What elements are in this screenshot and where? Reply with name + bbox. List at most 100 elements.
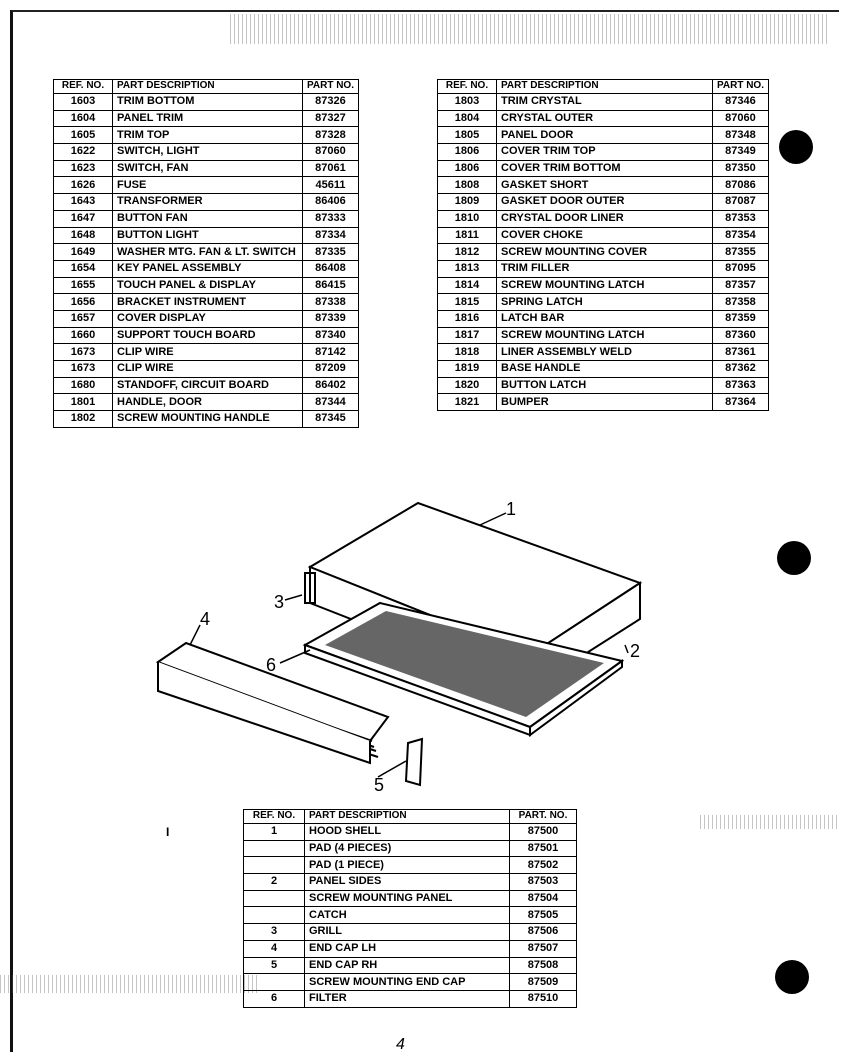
part-description-cell: TRIM CRYSTAL xyxy=(496,93,713,111)
ref-no-cell: 1811 xyxy=(437,226,497,245)
ref-no-cell: 1804 xyxy=(437,109,497,128)
part-description-cell: WASHER MTG. FAN & LT. SWITCH xyxy=(112,243,303,261)
part-no-cell: 87507 xyxy=(509,939,577,958)
ref-no-cell: 1673 xyxy=(53,360,113,378)
ref-no-cell: 1626 xyxy=(53,176,113,195)
part-no-cell: 87358 xyxy=(711,293,770,311)
part-no-cell: 87361 xyxy=(711,343,770,361)
part-description-header: PART DESCRIPTION xyxy=(112,79,303,94)
callout-2: 2 xyxy=(630,641,640,661)
callout-5: 5 xyxy=(374,775,384,795)
part-no-cell: 87086 xyxy=(711,176,770,195)
part-description-cell: TRIM TOP xyxy=(112,126,303,145)
table-row: PAD (1 PIECE)87502 xyxy=(243,856,577,875)
part-description-cell: GASKET SHORT xyxy=(496,176,713,195)
ref-no-cell: 1623 xyxy=(53,159,113,178)
part-description-cell: BUTTON FAN xyxy=(112,209,303,228)
part-description-cell: BRACKET INSTRUMENT xyxy=(112,293,303,311)
ref-no-cell xyxy=(243,839,305,858)
part-no-cell: 87350 xyxy=(711,159,770,178)
part-no-header: PART. NO. xyxy=(509,809,577,824)
part-no-cell: 87142 xyxy=(301,343,360,361)
part-description-cell: HANDLE, DOOR xyxy=(112,393,303,412)
part-no-cell: 87360 xyxy=(711,326,770,345)
part-no-header: PART NO. xyxy=(301,79,360,94)
part-no-cell: 87338 xyxy=(301,293,360,311)
part-no-cell: 87357 xyxy=(711,276,770,295)
part-description-cell: PAD (4 PIECES) xyxy=(304,839,510,858)
part-description-cell: KEY PANEL ASSEMBLY xyxy=(112,259,303,278)
ref-no-cell: 3 xyxy=(243,923,305,941)
bottom-page-mark: 4 xyxy=(396,1036,405,1053)
part-no-cell: 87346 xyxy=(711,93,770,111)
part-description-cell: CLIP WIRE xyxy=(112,360,303,378)
stray-mark: I xyxy=(166,825,170,839)
part-description-cell: CATCH xyxy=(304,906,510,925)
ref-no-cell: 1655 xyxy=(53,276,113,295)
part-description-cell: BUTTON LIGHT xyxy=(112,226,303,245)
part-description-cell: TRIM BOTTOM xyxy=(112,93,303,111)
part-description-cell: GRILL xyxy=(304,923,510,941)
ref-no-cell: 6 xyxy=(243,989,305,1008)
part-description-cell: SCREW MOUNTING HANDLE xyxy=(112,410,303,428)
ref-no-cell: 1809 xyxy=(437,193,497,211)
part-no-cell: 87505 xyxy=(509,906,577,925)
ref-no-cell: 1806 xyxy=(437,159,497,178)
ref-no-cell: 1815 xyxy=(437,293,497,311)
ref-no-cell: 1654 xyxy=(53,259,113,278)
callout-1: 1 xyxy=(506,499,516,519)
part-no-cell: 87508 xyxy=(509,956,577,975)
ref-no-cell: 1648 xyxy=(53,226,113,245)
part-no-cell: 87328 xyxy=(301,126,360,145)
part-description-cell: PANEL TRIM xyxy=(112,109,303,128)
part-description-cell: CLIP WIRE xyxy=(112,343,303,361)
part-no-cell: 87501 xyxy=(509,839,577,858)
ref-no-cell: 1806 xyxy=(437,143,497,161)
ref-no-cell: 1603 xyxy=(53,93,113,111)
part-description-cell: BUMPER xyxy=(496,393,713,412)
part-no-cell: 87506 xyxy=(509,923,577,941)
ref-no-cell: 1805 xyxy=(437,126,497,145)
part-description-cell: COVER DISPLAY xyxy=(112,309,303,328)
part-no-cell: 87334 xyxy=(301,226,360,245)
ref-no-cell: 1808 xyxy=(437,176,497,195)
ref-no-cell: 1622 xyxy=(53,143,113,161)
ref-no-cell xyxy=(243,906,305,925)
part-description-cell: CRYSTAL DOOR LINER xyxy=(496,209,713,228)
ref-no-header: REF. NO. xyxy=(53,79,113,94)
part-no-cell: 87353 xyxy=(711,209,770,228)
part-no-cell: 87060 xyxy=(711,109,770,128)
ref-no-cell: 2 xyxy=(243,873,305,891)
part-no-cell: 87348 xyxy=(711,126,770,145)
ref-no-header: REF. NO. xyxy=(437,79,497,94)
part-description-cell: LATCH BAR xyxy=(496,309,713,328)
ref-no-cell: 1605 xyxy=(53,126,113,145)
ref-no-cell: 1647 xyxy=(53,209,113,228)
parts-sheet xyxy=(10,10,839,1052)
part-no-cell: 87355 xyxy=(711,243,770,261)
part-description-cell: FUSE xyxy=(112,176,303,195)
part-description-cell: COVER TRIM TOP xyxy=(496,143,713,161)
